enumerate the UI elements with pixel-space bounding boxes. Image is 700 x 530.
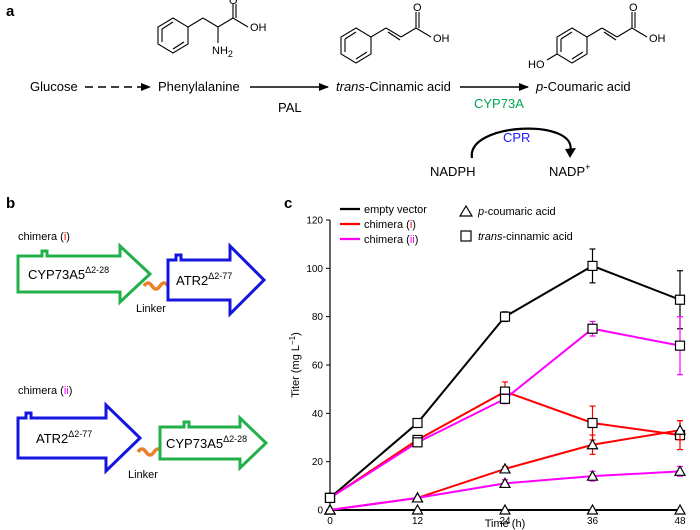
titer-chart: 0 20 40 60 80 100 120 0 12 24 36 48 Time (h) Titer (m… xyxy=(288,204,687,530)
panel-b: b chimera (i) CYP73A5Δ2-28 Linker ATR2Δ2… xyxy=(6,195,269,481)
triangle-point xyxy=(411,491,424,503)
cofactor-arc xyxy=(470,127,572,159)
legend-marker-label: trans-cinnamic acid xyxy=(478,231,573,243)
x-tick-label: 36 xyxy=(587,516,599,527)
atr-box-1 xyxy=(166,242,267,318)
triangle-point xyxy=(411,503,424,515)
cou-o-text: O xyxy=(629,2,638,14)
linker-label-2: Linker xyxy=(128,469,158,481)
cyp-label-1: CYP73A5Δ2-28 xyxy=(28,265,109,282)
y-tick-label: 40 xyxy=(312,409,324,420)
x-tick-label: 24 xyxy=(499,516,511,527)
triangle-point xyxy=(586,469,599,481)
phenylalanine-structure xyxy=(157,4,249,54)
glucose-label: Glucose xyxy=(30,79,78,94)
cyp-box-2 xyxy=(158,414,269,472)
x-tick-label: 48 xyxy=(674,516,686,527)
y-tick-label: 60 xyxy=(312,361,324,372)
cin-oh-text: OH xyxy=(433,33,450,45)
triangle-point xyxy=(673,424,687,435)
chimera-ii-label: chimera (ii) xyxy=(18,385,72,397)
cinnamic-structure xyxy=(340,12,432,64)
triangle-point xyxy=(498,477,512,489)
coumaric-structure xyxy=(546,12,648,64)
triangle-point xyxy=(498,503,512,515)
legend-marker-label: p-coumaric acid xyxy=(477,206,556,218)
y-tick-label: 120 xyxy=(306,216,323,227)
cyp-box-1 xyxy=(16,242,153,306)
legend-square xyxy=(460,230,472,242)
square-point xyxy=(587,260,598,272)
cin-o-text: O xyxy=(413,2,422,14)
panel-a-label: a xyxy=(6,3,15,20)
triangle-point xyxy=(586,503,599,515)
square-point xyxy=(412,417,423,429)
legend-item: chimera (ii) xyxy=(364,234,418,246)
triangle-point xyxy=(586,438,599,450)
square-point xyxy=(499,393,511,404)
atr-box-2 xyxy=(16,401,143,475)
x-tick-label: 12 xyxy=(412,516,424,527)
triangle-point xyxy=(323,503,337,515)
triangle-point xyxy=(673,503,687,515)
panel-c-label: c xyxy=(284,195,292,212)
square-point xyxy=(324,492,336,504)
chimera-i-label: chimera (i) xyxy=(18,231,70,243)
legend: empty vector chimera (i) chimera (ii) p-cou… xyxy=(340,204,573,246)
square-point xyxy=(674,340,686,351)
y-axis-label: Titer (mg L−1) xyxy=(288,332,302,398)
cou-oh-text: OH xyxy=(649,33,666,45)
cinnamic-label: trans-Cinnamic acid xyxy=(336,79,451,94)
nadp-label: NADP+ xyxy=(549,162,590,179)
x-axis-label: Time (h) xyxy=(485,518,526,530)
y-tick-label: 100 xyxy=(306,264,323,275)
legend-item: empty vector xyxy=(364,204,427,216)
linker-label-1: Linker xyxy=(136,303,166,315)
y-tick-label: 20 xyxy=(312,457,324,468)
square-point xyxy=(587,323,598,334)
square-point xyxy=(412,437,423,448)
phenylalanine-label: Phenylalanine xyxy=(158,79,240,94)
square-point xyxy=(587,417,598,429)
cyp-label-2: CYP73A5Δ2-28 xyxy=(166,434,247,451)
cpr-label: CPR xyxy=(503,130,530,145)
atr-label-1: ATR2Δ2-77 xyxy=(176,271,232,288)
cyp73a-label: CYP73A xyxy=(474,96,524,111)
y-tick-label: 0 xyxy=(317,506,323,517)
panel-b-label: b xyxy=(6,195,15,212)
nadph-label: NADPH xyxy=(430,164,476,179)
cou-ho-text: HO xyxy=(528,59,545,71)
legend-triangle xyxy=(458,204,474,217)
legend-item: chimera (i) xyxy=(364,219,416,231)
panel-a: a O OH NH2 xyxy=(6,0,666,179)
linker-2 xyxy=(136,447,164,457)
cofactor-arrowhead xyxy=(565,148,576,158)
x-tick-label: 0 xyxy=(327,516,333,527)
square-point xyxy=(499,311,511,322)
phe-nh2-text: NH2 xyxy=(212,45,233,59)
phe-o-text: O xyxy=(229,0,238,7)
phe-oh-text: OH xyxy=(250,22,267,34)
triangle-point xyxy=(498,462,512,474)
square-point xyxy=(674,294,686,305)
panel-c: c 0 20 40 60 80 100 120 0 12 24 36 48 Time (h) Titer … xyxy=(284,195,687,530)
triangle-point xyxy=(673,465,687,476)
linker-1 xyxy=(142,281,170,291)
pal-enzyme-label: PAL xyxy=(278,100,302,115)
coumaric-label: p-Coumaric acid xyxy=(535,79,631,94)
y-tick-label: 80 xyxy=(312,312,324,323)
atr-label-2: ATR2Δ2-77 xyxy=(36,429,92,446)
